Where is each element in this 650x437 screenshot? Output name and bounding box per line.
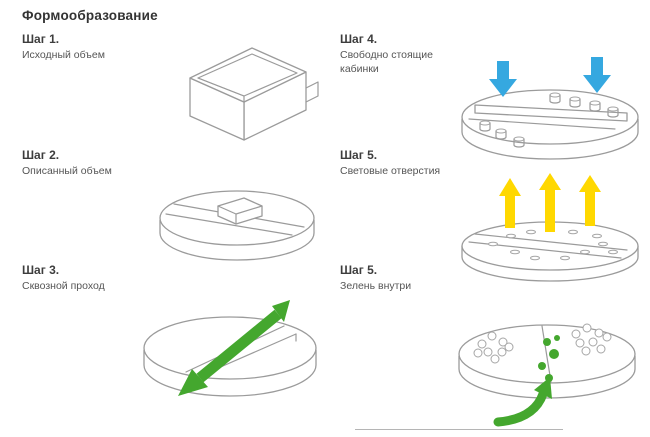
green-curved-arrow-icon — [493, 377, 552, 427]
circumscribed-volume-sketch — [159, 190, 315, 261]
channel-wall — [474, 104, 628, 122]
cabin-shape — [495, 128, 507, 140]
step-1-text: Шаг 1. Исходный объем — [22, 32, 144, 63]
greenery-inside-sketch — [458, 323, 636, 427]
step-2-illustration-circumscribed-volume — [152, 180, 322, 270]
yellow-up-arrow-icon — [579, 175, 601, 226]
step-2-description: Описанный объем — [22, 165, 112, 177]
step-6-illustration-greenery-inside — [452, 292, 642, 427]
cabin-shape — [589, 100, 601, 112]
step-3-illustration-through-passage — [138, 288, 323, 413]
step-5-text: Шаг 5. Световые отверстия — [340, 148, 462, 179]
box-cavity-edge — [197, 77, 245, 103]
initial-volume-sketch — [189, 47, 319, 141]
light-openings-sketch — [461, 173, 639, 282]
step-1-description: Исходный объем — [22, 49, 105, 61]
green-through-arrow-icon — [178, 300, 290, 396]
cabin-shape — [569, 96, 581, 108]
yellow-up-arrow-icon — [539, 173, 561, 232]
step-1-illustration-initial-volume — [172, 36, 322, 151]
step-4-description: Свободно стоящие кабинки — [340, 49, 433, 75]
cabin-shape — [479, 120, 491, 132]
step-6-description: Зелень внутри — [340, 280, 412, 292]
step-2-text: Шаг 2. Описанный объем — [22, 148, 144, 179]
arrow-head-up — [272, 300, 290, 322]
tree-cluster-right — [571, 323, 612, 356]
greenery-dots — [538, 335, 560, 382]
arrow-head — [534, 377, 552, 399]
through-passage-sketch — [143, 300, 317, 397]
disc-division-line — [541, 325, 552, 383]
channel-edge — [468, 118, 616, 130]
step-3-label: Шаг 3. — [22, 263, 60, 277]
bottom-edge-line — [355, 429, 563, 430]
arrow-shaft — [493, 389, 548, 427]
cabin-shape — [549, 92, 561, 104]
cabins — [479, 92, 619, 148]
box-side-notch — [305, 81, 319, 103]
page-title: Формообразование — [22, 8, 158, 23]
step-5-illustration-light-openings — [455, 172, 645, 287]
step-2-label: Шаг 2. — [22, 148, 60, 162]
inner-box-edges — [217, 205, 263, 225]
step-4-text: Шаг 4. Свободно стоящие кабинки — [340, 32, 462, 76]
disc-division-line — [474, 233, 628, 251]
step-3-description: Сквозной проход — [22, 280, 105, 292]
step-5-label: Шаг 5. — [340, 148, 378, 162]
step-4-illustration-freestanding-cabins — [455, 55, 645, 165]
step-5-description: Световые отверстия — [340, 165, 441, 177]
disc-division-line — [165, 213, 293, 236]
step-1-label: Шаг 1. — [22, 32, 60, 46]
yellow-up-arrow-icon — [499, 178, 521, 228]
light-holes — [488, 229, 618, 261]
freestanding-cabins-sketch — [461, 57, 639, 160]
cabin-shape — [607, 106, 619, 118]
inner-box-outline — [217, 197, 263, 225]
step-6-text: Шаг 5. Зелень внутри — [340, 263, 462, 294]
tree-cluster-left — [473, 331, 514, 364]
blue-down-arrow-icon — [583, 57, 611, 93]
box-top-rim — [189, 47, 307, 103]
step-3-text: Шаг 3. Сквозной проход — [22, 263, 144, 294]
arrow-head-down — [178, 369, 208, 396]
arrow-shaft — [196, 309, 282, 383]
blue-down-arrow-icon — [489, 61, 517, 97]
step-4-label: Шаг 4. — [340, 32, 378, 46]
cabin-shape — [513, 136, 525, 148]
step-6-label: Шаг 5. — [340, 263, 378, 277]
